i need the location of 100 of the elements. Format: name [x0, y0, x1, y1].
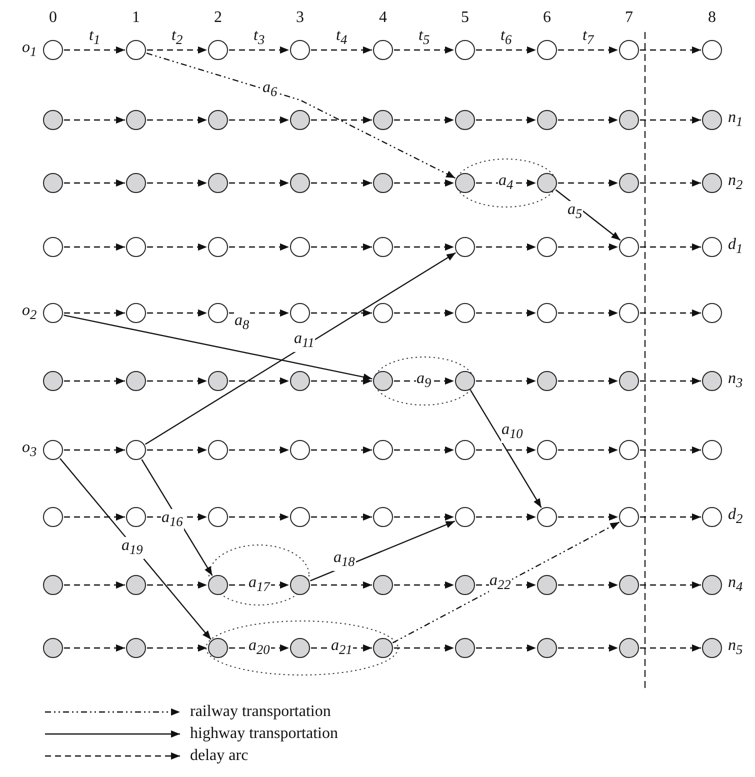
row-label: o$_{3}$ [22, 439, 37, 462]
circle-node [455, 575, 475, 595]
circle-node [537, 237, 557, 257]
arrow [476, 513, 536, 521]
circle-node [619, 237, 639, 257]
arrow [229, 513, 289, 521]
arrow [558, 446, 618, 454]
circle-node [373, 173, 393, 193]
circle-node [702, 638, 722, 658]
arrow [311, 377, 372, 385]
circle-node [290, 575, 310, 595]
arrow [470, 390, 542, 508]
time-interval-label: t$_{7}$ [582, 27, 594, 50]
arrow [640, 243, 701, 251]
circle-node [455, 371, 475, 391]
circle-node [126, 371, 146, 391]
circle-node [702, 371, 722, 391]
time-interval-label: t$_{4}$ [336, 27, 348, 50]
circle-node [43, 507, 63, 527]
circle-node [455, 110, 475, 130]
time-interval-label: t$_{6}$ [500, 27, 512, 50]
circle-node [208, 440, 228, 460]
circle-node [619, 440, 639, 460]
arrow [229, 309, 289, 317]
column-number: 3 [296, 9, 304, 27]
circle-node [455, 237, 475, 257]
row-label: o$_{1}$ [22, 39, 37, 62]
circle-node [373, 110, 393, 130]
circle-node [702, 575, 722, 595]
arrow [476, 243, 536, 251]
arrow [558, 243, 618, 251]
circle-node [290, 371, 310, 391]
circle-node [537, 575, 557, 595]
circle-node [702, 237, 722, 257]
arrow [558, 179, 618, 187]
arrow [476, 46, 536, 54]
arrow [394, 446, 454, 454]
circle-node [373, 237, 393, 257]
arrow [476, 644, 536, 652]
arrow [392, 522, 620, 644]
arrow [311, 179, 372, 187]
circle-node [43, 303, 63, 323]
arrow [640, 644, 701, 652]
circle-node [537, 173, 557, 193]
circle-node [373, 440, 393, 460]
arrow [640, 446, 701, 454]
time-interval-label: t$_{1}$ [89, 27, 100, 50]
circle-node [43, 237, 63, 257]
arrow [311, 309, 372, 317]
arrow [394, 644, 454, 652]
arrow [311, 446, 372, 454]
row-label: n$_{3}$ [728, 370, 743, 392]
legend-text: railway transportation [190, 703, 331, 721]
arrow [64, 179, 125, 187]
circle-node [373, 40, 393, 60]
circle-node [208, 237, 228, 257]
arrow [476, 581, 536, 589]
column-number: 7 [625, 9, 633, 27]
arrow [640, 309, 701, 317]
circle-node [290, 440, 310, 460]
legend-text: highway transportation [190, 725, 338, 743]
circle-node [702, 110, 722, 130]
arrow [64, 513, 125, 521]
circle-node [619, 110, 639, 130]
column-number: 2 [214, 9, 222, 27]
arrow [229, 243, 289, 251]
circle-node [373, 638, 393, 658]
row-label: d$_{1}$ [728, 236, 743, 258]
arrow [558, 644, 618, 652]
arrow [394, 309, 454, 317]
circle-node [126, 507, 146, 527]
circle-node [373, 371, 393, 391]
circle-node [208, 40, 228, 60]
arrow [558, 377, 618, 385]
arrow [64, 377, 125, 385]
circle-node [126, 638, 146, 658]
circle-node [537, 638, 557, 658]
circle-node [43, 440, 63, 460]
circle-node [208, 110, 228, 130]
arrow [229, 377, 289, 385]
time-interval-label: t$_{3}$ [254, 27, 265, 50]
arrow [147, 46, 207, 54]
arrow [64, 309, 125, 317]
arrow [147, 179, 207, 187]
arrow [147, 377, 207, 385]
circle-node [126, 40, 146, 60]
arrow [147, 309, 207, 317]
arrow [147, 116, 207, 124]
arrow [311, 46, 372, 54]
arrow [394, 179, 454, 187]
circle-node [290, 110, 310, 130]
arrow [229, 446, 289, 454]
circle-node [702, 507, 722, 527]
arrow [147, 243, 207, 251]
circle-node [208, 173, 228, 193]
circle-node [290, 507, 310, 527]
circle-node [208, 303, 228, 323]
circle-node [290, 40, 310, 60]
row-label: n$_{4}$ [728, 574, 743, 596]
circle-node [537, 371, 557, 391]
